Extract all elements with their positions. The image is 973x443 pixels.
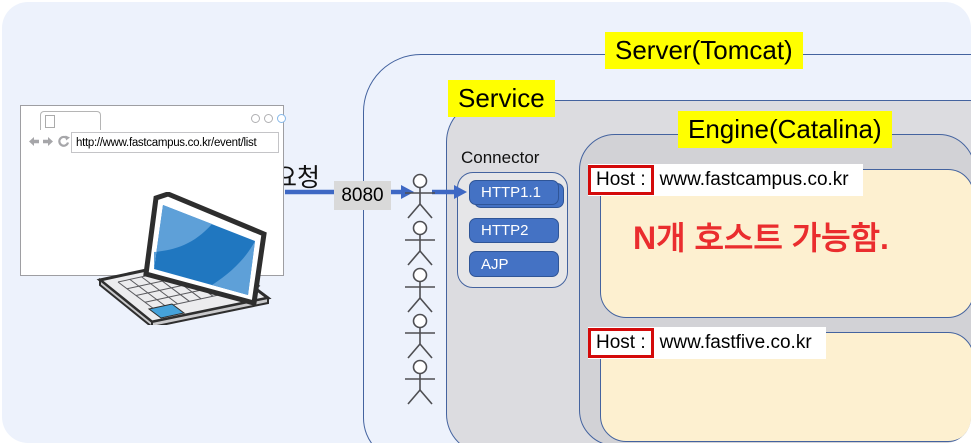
user-icon: [405, 313, 435, 359]
back-arrow-icon[interactable]: [27, 136, 40, 147]
laptop-icon: [96, 192, 272, 325]
server-title: Server(Tomcat): [605, 32, 803, 69]
url-field[interactable]: http://www.fastcampus.co.kr/event/list: [71, 132, 279, 153]
protocol-button-ajp[interactable]: AJP: [469, 251, 559, 277]
browser-toolbar: http://www.fastcampus.co.kr/event/list: [21, 129, 283, 155]
browser-tab[interactable]: [40, 111, 101, 130]
window-control-dot[interactable]: [264, 114, 273, 123]
user-icon: [405, 359, 435, 405]
host-label-bar: Host : www.fastcampus.co.kr: [588, 164, 863, 196]
host-key-badge: Host :: [588, 328, 654, 358]
host-note-text: N개 호스트 가능함.: [633, 220, 889, 256]
window-control-dot[interactable]: [251, 114, 260, 123]
port-badge: 8080: [334, 181, 391, 210]
user-icon: [405, 267, 435, 313]
host-label-bar: Host : www.fastfive.co.kr: [588, 327, 826, 359]
connector-title: Connector: [461, 148, 540, 167]
forward-arrow-icon[interactable]: [42, 136, 55, 147]
service-title: Service: [448, 80, 555, 117]
user-icon: [405, 220, 435, 266]
user-icon: [405, 173, 435, 219]
host-domain-text: www.fastcampus.co.kr: [659, 169, 849, 190]
page-icon: [45, 115, 55, 128]
host-key-badge: Host :: [588, 165, 654, 195]
engine-title: Engine(Catalina): [678, 111, 892, 148]
window-control-dot[interactable]: [277, 114, 286, 123]
host-domain-text: www.fastfive.co.kr: [659, 332, 812, 353]
protocol-button-http11[interactable]: HTTP1.1: [469, 180, 559, 205]
refresh-icon[interactable]: [57, 135, 70, 148]
protocol-button-http2[interactable]: HTTP2: [469, 218, 559, 243]
